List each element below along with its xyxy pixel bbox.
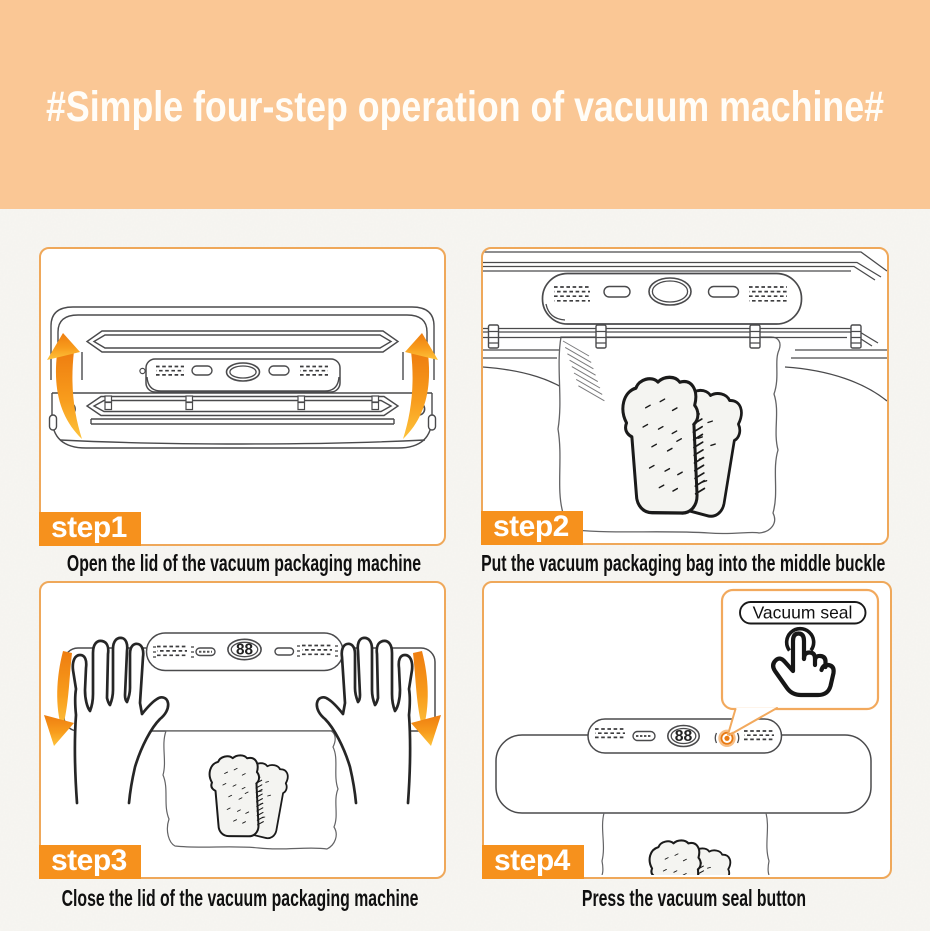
svg-text:88: 88	[675, 728, 693, 745]
svg-text:88: 88	[236, 641, 254, 658]
svg-text:Vacuum seal: Vacuum seal	[753, 602, 853, 622]
